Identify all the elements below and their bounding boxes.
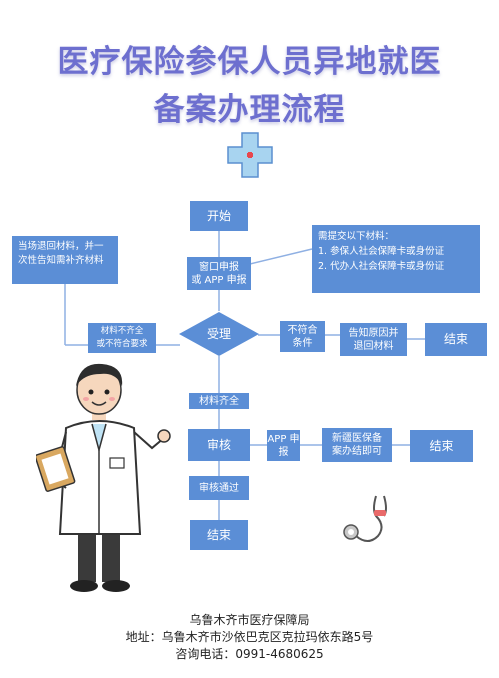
accept-diamond <box>179 312 259 356</box>
app-report-line2: 报 <box>278 446 289 458</box>
not-eligible-line1: 不符合 <box>287 324 318 336</box>
footer-org: 乌鲁木齐市医疗保障局 <box>189 613 310 627</box>
not-eligible-node: 不符合 条件 <box>280 321 325 352</box>
incomplete-line1: 材料不齐全 <box>100 326 144 336</box>
window-apply-line1: 窗口申报 <box>199 261 239 273</box>
xinjiang-node: 新疆医保备 案办结即可 <box>322 428 392 462</box>
requirement-heading: 需提交以下材料： <box>318 231 395 242</box>
footer-address: 地址：乌鲁木齐市沙依巴克区克拉玛依东路5号 <box>125 630 374 644</box>
notify-return-line2: 退回材料 <box>353 340 394 352</box>
window-apply-node: 窗口申报 或 APP 申报 <box>187 257 251 290</box>
app-report-line1: APP 申 <box>267 433 300 445</box>
page-title-line1: 医疗保险参保人员异地就医 <box>57 44 442 80</box>
review-node: 审核 <box>188 429 250 461</box>
notify-return-node: 告知原因并 退回材料 <box>340 323 407 356</box>
doctor-illustration <box>36 363 171 592</box>
xinjiang-line2: 案办结即可 <box>332 446 382 457</box>
return-materials-note: 当场退回材料，并一次性告知需补齐材料 <box>12 236 118 284</box>
requirement-item-2: 2. 代办人社会保障卡或身份证 <box>318 261 445 272</box>
end-node-1: 结束 <box>425 323 487 356</box>
complete-node: 材料齐全 <box>189 393 249 409</box>
requirement-item-1: 1. 参保人社会保障卡或身份证 <box>318 246 445 257</box>
not-eligible-line2: 条件 <box>292 337 313 349</box>
accept-label: 受理 <box>206 326 231 341</box>
window-apply-line2: 或 APP 申报 <box>191 274 247 286</box>
notify-return-line1: 告知原因并 <box>348 327 399 339</box>
end-node-3: 结束 <box>190 520 248 550</box>
end-node-2: 结束 <box>410 430 473 462</box>
stethoscope-icon <box>343 495 387 542</box>
incomplete-line2: 或不符合要求 <box>96 339 148 349</box>
medical-cross-icon <box>227 132 273 178</box>
approved-node: 审核通过 <box>189 476 249 500</box>
page-title-line2: 备案办理流程 <box>153 92 346 128</box>
app-report-node: APP 申 报 <box>267 430 300 461</box>
start-node: 开始 <box>190 201 248 231</box>
incomplete-node: 材料不齐全 或不符合要求 <box>88 323 156 353</box>
xinjiang-line1: 新疆医保备 <box>332 433 382 444</box>
requirement-note: 需提交以下材料： 1. 参保人社会保障卡或身份证 2. 代办人社会保障卡或身份证 <box>312 225 480 293</box>
footer-phone: 咨询电话：0991-4680625 <box>175 647 324 661</box>
